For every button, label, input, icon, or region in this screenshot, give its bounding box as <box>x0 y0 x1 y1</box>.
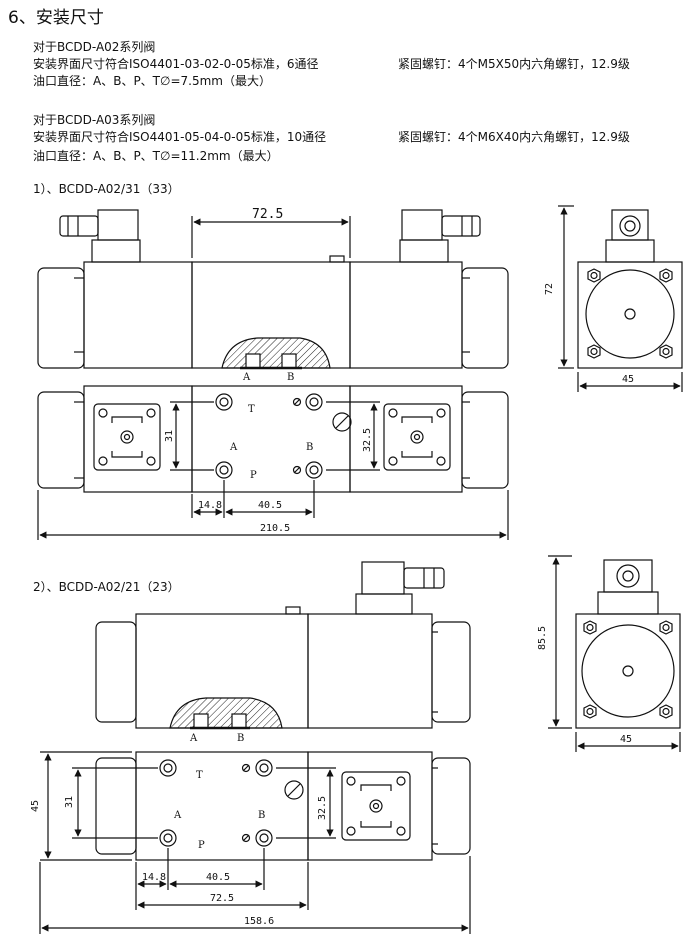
spec-a03-screws: 紧固螺钉：4个M6X40内六角螺钉，12.9级 <box>398 130 630 144</box>
model1-bolt-t-left <box>215 393 233 411</box>
model2-dim-body-height: 45 <box>30 800 41 812</box>
model1-right-connector-face <box>383 403 451 471</box>
model2-dim-overall: 158.6 <box>244 916 274 927</box>
model1-left-connector-face <box>93 403 161 471</box>
model2-port-p: P <box>198 840 205 851</box>
model1-right-connector <box>401 209 443 241</box>
model1-port-section-hatch <box>221 337 331 369</box>
spec-a03-interface: 安装界面尺寸符合ISO4401-05-04-0-05标准，10通径 <box>33 130 327 144</box>
model1-right-solenoid <box>349 261 463 369</box>
model1-dim-bolt-h2: 32.5 <box>362 428 373 452</box>
model1-port-a-cutout <box>245 353 261 369</box>
model2-port-b-front: B <box>237 733 244 744</box>
model1-bolt-p-left <box>215 461 233 479</box>
model1-left-solenoid <box>83 261 193 369</box>
model1-port-b-front: B <box>287 372 294 383</box>
model1-manual-override <box>332 412 352 432</box>
spec-a02-screws: 紧固螺钉：4个M5X50内六角螺钉，12.9级 <box>398 57 630 71</box>
model1-right-connector-base <box>399 239 449 263</box>
spec-a03-port-dia: 油口直径：A、B、P、T∅=11.2mm（最大） <box>33 149 279 163</box>
model1-port-p: P <box>250 470 257 481</box>
model1-dim-top-width: 72.5 <box>252 207 283 222</box>
model1-side-bolt-tl <box>587 268 601 283</box>
model1-side-center-hole <box>624 308 636 320</box>
model1-front-view <box>37 209 509 370</box>
model1-port-t: T <box>248 404 255 415</box>
model1-side-bolt-bl <box>587 344 601 359</box>
model2-side-view <box>548 555 681 752</box>
model1-left-connector <box>97 209 139 241</box>
model2-side-body <box>575 613 681 729</box>
model1-left-connector-base <box>91 239 141 263</box>
model1-bolt-t-right <box>305 393 323 411</box>
model1-caption: 1）、BCDD-A02/31（33） <box>33 182 180 196</box>
model1-side-coil-face <box>585 269 675 359</box>
model2-caption: 2）、BCDD-A02/21（23） <box>33 580 180 594</box>
spec-a03-heading: 对于BCDD-A03系列阀 <box>33 113 156 127</box>
model1-port-a-front: A <box>242 372 251 383</box>
model1-dim-bolt-v: 31 <box>164 430 175 442</box>
model2-dim-side-height: 85.5 <box>537 626 548 650</box>
model1-port-b-cutout <box>281 353 297 369</box>
model1-side-connector-base <box>605 239 655 263</box>
spec-a02-heading: 对于BCDD-A02系列阀 <box>33 40 156 54</box>
model2-dim-pitch: 40.5 <box>206 872 230 883</box>
model1-side-connector-screw <box>619 215 641 237</box>
model1-dim-side-height: 72 <box>544 283 555 295</box>
model1-dim-overall: 210.5 <box>260 523 290 534</box>
model1-dim-offset: 14.8 <box>198 500 222 511</box>
model2-top-view <box>39 751 471 934</box>
model2-port-t: T <box>196 770 203 781</box>
model1-right-coil <box>461 267 509 369</box>
model1-top-view <box>37 385 509 540</box>
spec-a02-interface: 安装界面尺寸符合ISO4401-03-02-0-05标准，6通径 <box>33 57 319 71</box>
model2-connector-face <box>341 771 411 841</box>
model2-front-view <box>95 561 471 730</box>
model1-bolt-p-right <box>305 461 323 479</box>
model2-solenoid <box>307 613 433 729</box>
model2-dim-span: 72.5 <box>210 893 234 904</box>
model1-side-connector <box>611 209 649 241</box>
model2-port-a-top: A <box>173 810 182 821</box>
model1-side-bolt-tr <box>659 268 673 283</box>
model1-dim-side-width: 45 <box>622 374 634 385</box>
model1-side-bolt-br <box>659 344 673 359</box>
model2-connector <box>361 561 405 595</box>
model2-port-b-top: B <box>258 810 265 821</box>
spec-a02-port-dia: 油口直径：A、B、P、T∅=7.5mm（最大） <box>33 74 271 88</box>
model1-left-coil <box>37 267 85 369</box>
model2-dim-bolt-h2: 32.5 <box>317 796 328 820</box>
model1-side-view <box>558 205 683 392</box>
model1-top-plug <box>329 255 345 263</box>
model1-port-b-top: B <box>306 442 313 453</box>
model1-right-cable-gland <box>441 215 481 237</box>
section-title: 6、安装尺寸 <box>8 8 104 28</box>
model2-port-a-front: A <box>189 733 198 744</box>
model2-dim-side-width: 45 <box>620 734 632 745</box>
model2-dim-offset: 14.8 <box>142 872 166 883</box>
model1-port-a-top: A <box>229 442 238 453</box>
model1-dim-pitch: 40.5 <box>258 500 282 511</box>
model1-left-cable-gland <box>59 215 99 237</box>
model2-dim-bolt-v: 31 <box>64 796 75 808</box>
